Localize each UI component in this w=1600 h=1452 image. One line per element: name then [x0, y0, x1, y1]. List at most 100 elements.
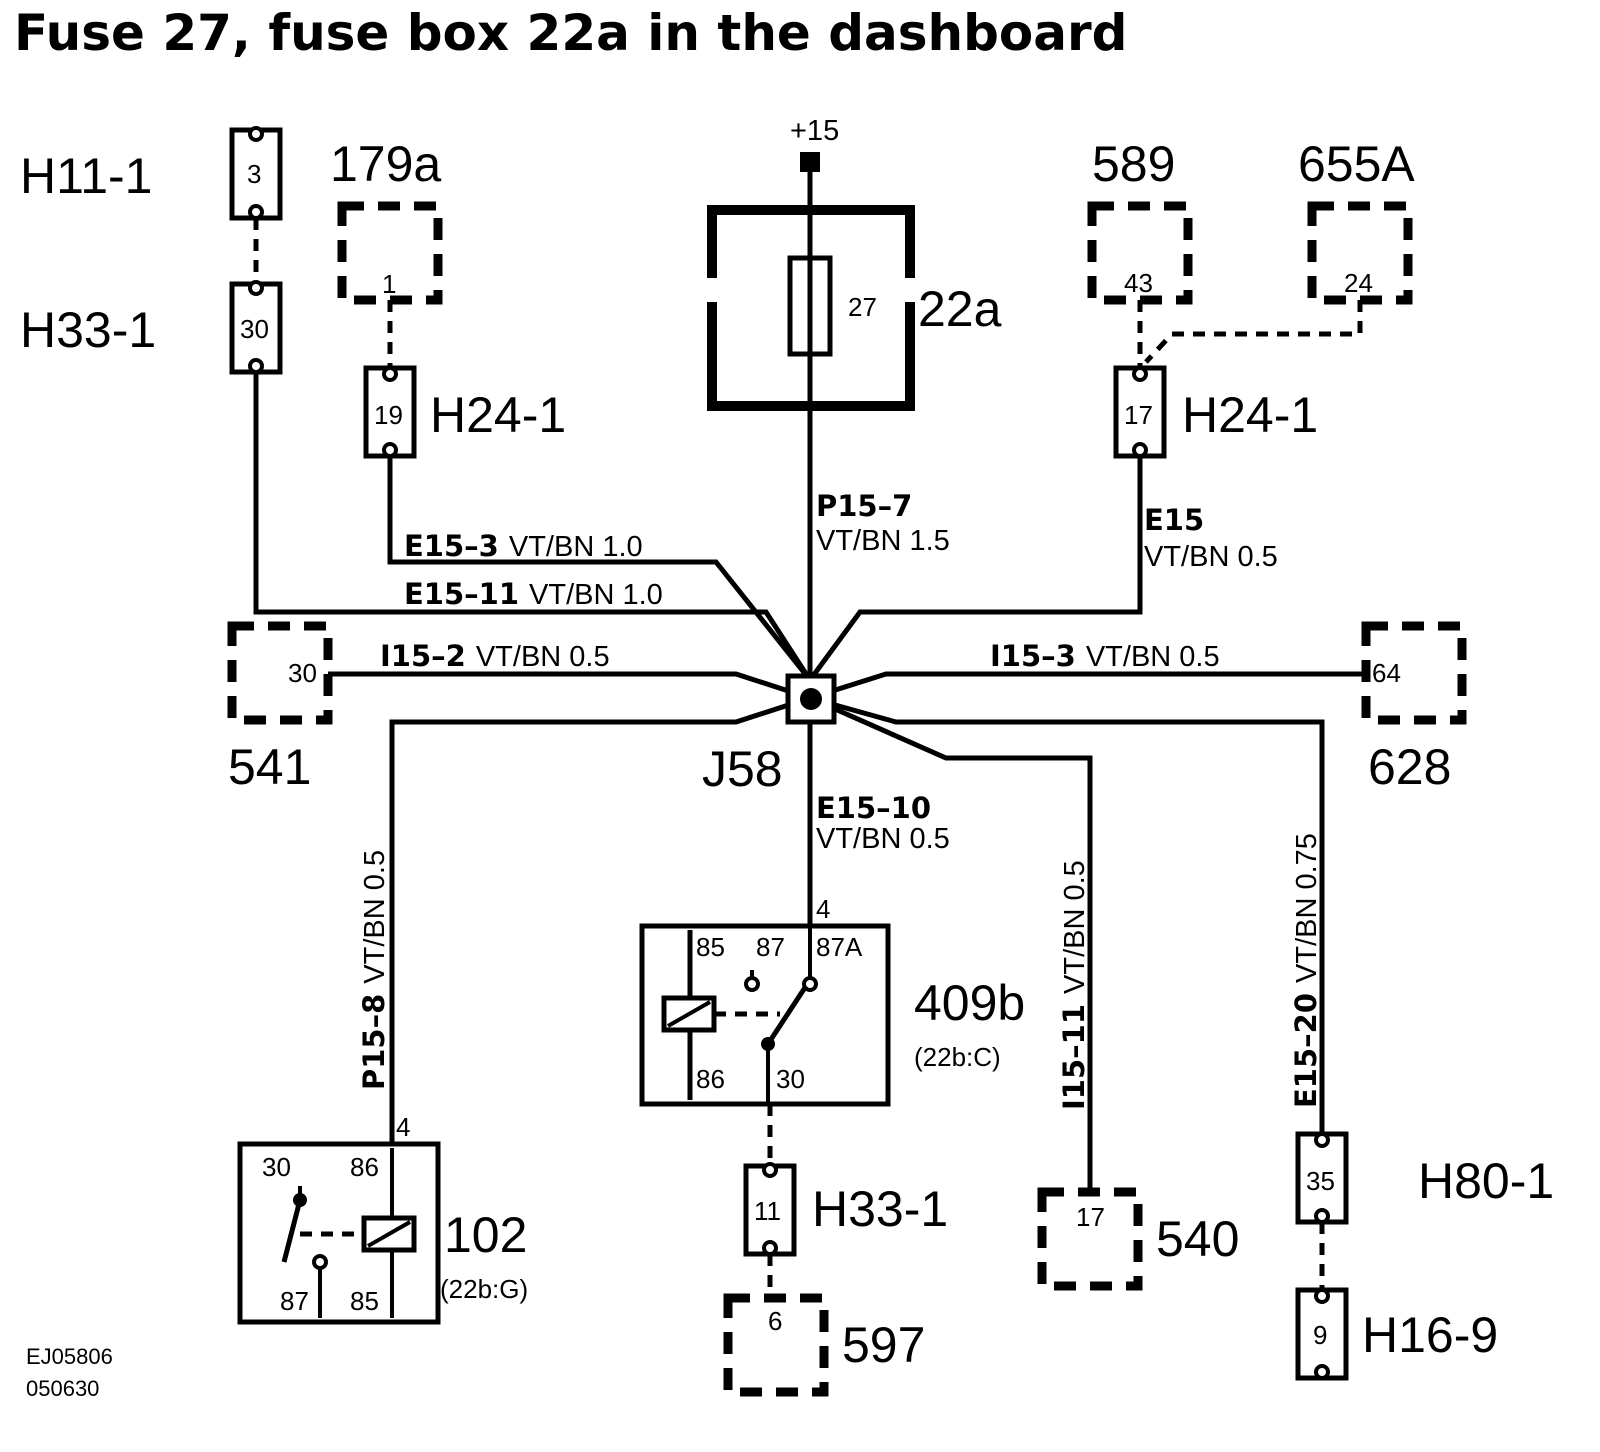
connector-label: H33-1	[20, 302, 156, 358]
pin-number: 64	[1372, 658, 1401, 688]
wire-p15-8: P15–8 VT/BN 0.5	[357, 695, 811, 1148]
junction-j58: J58	[702, 673, 837, 797]
connector-589: 589 43	[1087, 136, 1193, 305]
wire-e15-20: E15–20 VT/BN 0.75	[809, 695, 1325, 1134]
relay-label: 102	[444, 1207, 527, 1263]
relay-ref: (22b:G)	[440, 1274, 528, 1304]
diagram-title: Fuse 27, fuse box 22a in the dashboard	[14, 4, 1127, 62]
svg-text:P15–8VT/BN 0.5: P15–8 VT/BN 0.5	[357, 850, 391, 1090]
pin-number: 17	[1124, 400, 1153, 430]
pin-number: 24	[1344, 268, 1373, 298]
wire-id: E15	[1144, 503, 1204, 537]
relay-pin: 85	[350, 1286, 379, 1316]
connector-h11-1: H11-1 3	[20, 126, 283, 221]
supply-plus15: +15	[790, 115, 839, 212]
relay-pin: 87	[280, 1286, 309, 1316]
connector-655a: 655A 24	[1298, 136, 1415, 305]
svg-text:E15–3VT/BN 1.0: E15–3 VT/BN 1.0	[404, 529, 643, 563]
pin-number: 30	[288, 658, 317, 688]
wire-spec: VT/BN 0.5	[1144, 541, 1278, 573]
wire-id: I15–2	[380, 639, 466, 673]
connector-179a: 179a 1	[330, 136, 443, 305]
wire-id: I15–3	[990, 639, 1076, 673]
svg-text:E15–20VT/BN 0.75: E15–20 VT/BN 0.75	[1289, 833, 1323, 1108]
connector-h33-1-top: H33-1 30	[20, 280, 283, 375]
connector-label: 597	[842, 1317, 925, 1373]
wire-id: P15–8	[357, 994, 391, 1090]
pin-number: 30	[240, 314, 269, 344]
svg-text:I15–3VT/BN 0.5: I15–3 VT/BN 0.5	[990, 639, 1220, 673]
connector-label: H33-1	[812, 1181, 948, 1237]
connector-h80-1: 35 H80-1	[1295, 1131, 1554, 1225]
fuse-number: 27	[848, 292, 877, 322]
relay-pin: 85	[696, 932, 725, 962]
wire-id: I15–11	[1057, 1004, 1091, 1110]
connector-h24-1-right: 17 H24-1	[1113, 365, 1318, 459]
wire-spec: VT/BN 0.5	[1059, 860, 1091, 994]
relay-ref: (22b:C)	[914, 1042, 1001, 1072]
supply-label: +15	[790, 115, 839, 147]
relay-input-pin: 4	[816, 894, 830, 924]
wire-id: E15–3	[404, 529, 499, 563]
wire-p15-7: P15–7 VT/BN 1.5	[807, 406, 950, 678]
wire-id: P15–7	[816, 489, 912, 523]
svg-text:I15–2VT/BN 0.5: I15–2 VT/BN 0.5	[380, 639, 610, 673]
pin-number: 17	[1076, 1202, 1105, 1232]
pin-number: 1	[382, 269, 396, 299]
doc-code-line-2: 050630	[26, 1376, 99, 1401]
wire-e15-11: E15–11 VT/BN 1.0	[253, 372, 813, 682]
connector-597: 6 597	[723, 1293, 925, 1397]
connector-541: 30 541	[227, 621, 333, 795]
svg-text:I15–11VT/BN 0.5: I15–11 VT/BN 0.5	[1057, 860, 1091, 1110]
wire-spec: VT/BN 1.5	[816, 525, 950, 557]
connector-label: H24-1	[430, 387, 566, 443]
fuse-box-label: 22a	[918, 281, 1002, 337]
fuse-box-22a: 27 22a	[700, 205, 1002, 411]
connector-label: H24-1	[1182, 387, 1318, 443]
wire-id: E15–11	[404, 577, 519, 611]
connector-label: 541	[228, 739, 311, 795]
connector-label: 179a	[330, 136, 441, 192]
connector-label: 655A	[1298, 136, 1415, 192]
relay-input-pin: 4	[396, 1112, 410, 1142]
wire-spec: VT/BN 0.75	[1291, 833, 1323, 983]
connector-label: H16-9	[1362, 1307, 1498, 1363]
pin-number: 11	[754, 1196, 781, 1226]
relay-pin: 30	[262, 1152, 291, 1182]
connector-label: 628	[1368, 739, 1451, 795]
connector-540: 17 540	[1037, 1187, 1239, 1291]
relay-409b: 4 85 87 87A 86 30 409b (22b:C)	[639, 894, 1025, 1107]
wire-spec: VT/BN 0.5	[1086, 641, 1220, 673]
pin-number: 3	[247, 159, 261, 189]
connector-628: 64 628	[1361, 621, 1467, 795]
relay-102: 4 30 86 87 85 102 (22b:G)	[237, 1112, 528, 1325]
wire-id: E15–10	[816, 791, 931, 825]
wire-id: E15–20	[1289, 993, 1323, 1108]
wire-i15-3: I15–3 VT/BN 0.5	[809, 639, 1366, 701]
wire-spec: VT/BN 1.0	[509, 531, 643, 563]
pin-number: 43	[1124, 268, 1153, 298]
wire-i15-11: I15–11 VT/BN 0.5	[808, 695, 1093, 1192]
wire-spec: VT/BN 1.0	[529, 579, 663, 611]
wire-i15-2: I15–2 VT/BN 0.5	[328, 639, 811, 701]
wire-spec: VT/BN 0.5	[359, 850, 391, 984]
relay-pin: 87	[756, 932, 785, 962]
wire-spec: VT/BN 0.5	[476, 641, 610, 673]
relay-pin: 30	[776, 1064, 805, 1094]
pin-number: 6	[768, 1306, 782, 1336]
svg-text:E15–11VT/BN 1.0: E15–11 VT/BN 1.0	[404, 577, 663, 611]
pin-number: 9	[1313, 1320, 1327, 1350]
relay-pin: 86	[696, 1064, 725, 1094]
relay-pin: 87A	[816, 932, 863, 962]
pin-number: 19	[374, 400, 403, 430]
connector-label: 540	[1156, 1211, 1239, 1267]
connector-label: H11-1	[20, 148, 152, 204]
doc-code-line-1: EJ05806	[26, 1344, 113, 1369]
wire-e15-10: E15–10 VT/BN 0.5	[807, 722, 950, 926]
wire-e15: E15 VT/BN 0.5	[807, 456, 1278, 682]
relay-label: 409b	[914, 975, 1025, 1031]
connector-label: 589	[1092, 136, 1175, 192]
connector-h33-1-bottom: 11 H33-1	[743, 1162, 948, 1257]
